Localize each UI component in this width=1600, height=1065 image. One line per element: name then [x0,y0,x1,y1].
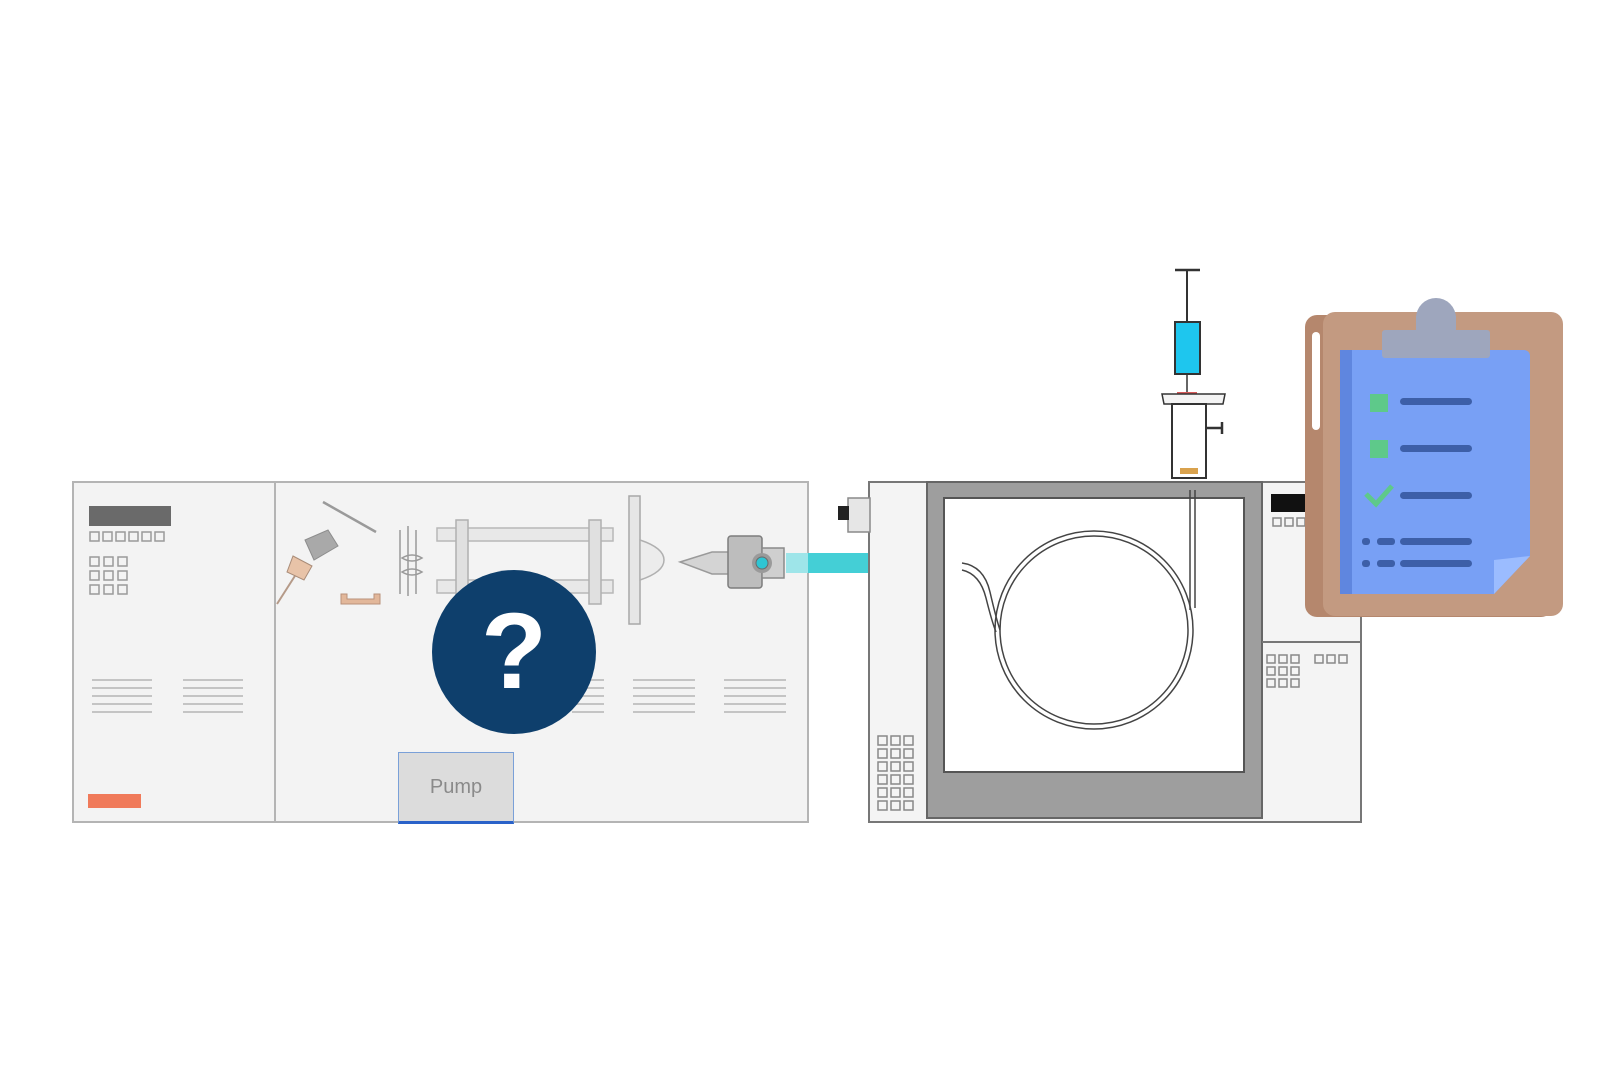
checklist-button[interactable] [1305,292,1560,622]
detector-disc-icon [628,495,665,625]
question-circle-icon: ? [481,590,547,711]
pump-label-button[interactable]: Pump [398,752,514,824]
pump-control-panel [88,506,171,808]
clipboard-checklist-icon [1305,298,1563,617]
syringe-icon [1161,268,1226,479]
help-button[interactable] [432,570,596,734]
lens-stack-icon [399,526,424,596]
oven-side-knob [838,497,871,533]
status-indicator [88,794,141,808]
column-coil [961,490,1196,730]
oven-keypad [877,517,1348,811]
inlet-connector-icon [677,535,785,589]
gc-oven-unit [838,481,1362,823]
oven-display [1271,494,1305,512]
probe-needle-icon [276,500,381,605]
help-button-graphic: ? [432,570,596,734]
